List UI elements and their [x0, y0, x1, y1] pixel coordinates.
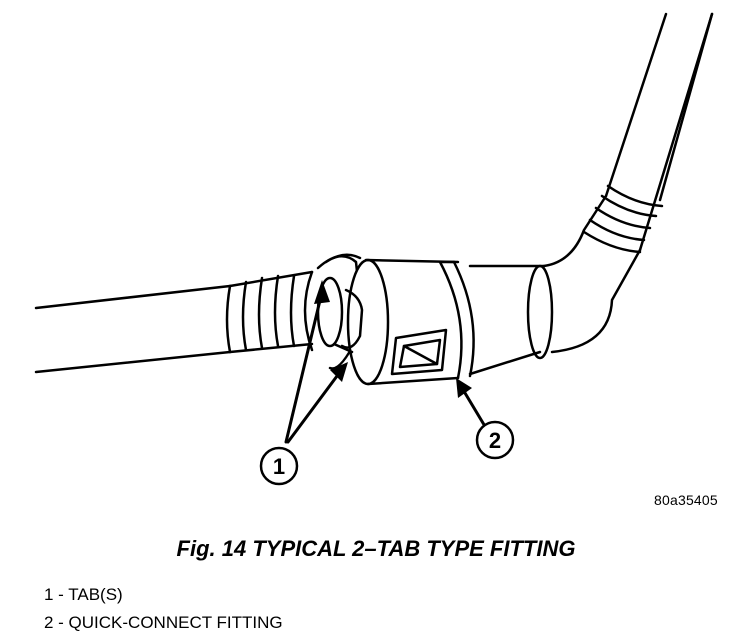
left-tube: [34, 270, 344, 374]
fitting-diagram: 1 2: [34, 12, 714, 486]
callout-1-number: 1: [273, 454, 285, 479]
callout-1-leaders: [284, 290, 342, 444]
callout-2-number: 2: [489, 428, 501, 453]
arrowhead: [456, 378, 472, 398]
callout-1: 1: [259, 446, 299, 486]
right-tube-elbow: [542, 12, 714, 354]
figure-caption: Fig. 14 TYPICAL 2–TAB TYPE FITTING: [176, 536, 576, 561]
quick-connect-fitting: [316, 253, 554, 386]
callout-2: 2: [475, 420, 515, 460]
legend-item: 1 - TAB(S): [44, 585, 123, 604]
legend: 1 - TAB(S) 2 - QUICK-CONNECT FITTING: [44, 581, 283, 637]
arrowhead: [314, 280, 330, 304]
callout-2-leader: [460, 386, 488, 430]
figure-code: 80a35405: [654, 492, 718, 508]
arrowhead: [330, 362, 348, 382]
legend-item: 2 - QUICK-CONNECT FITTING: [44, 613, 283, 632]
